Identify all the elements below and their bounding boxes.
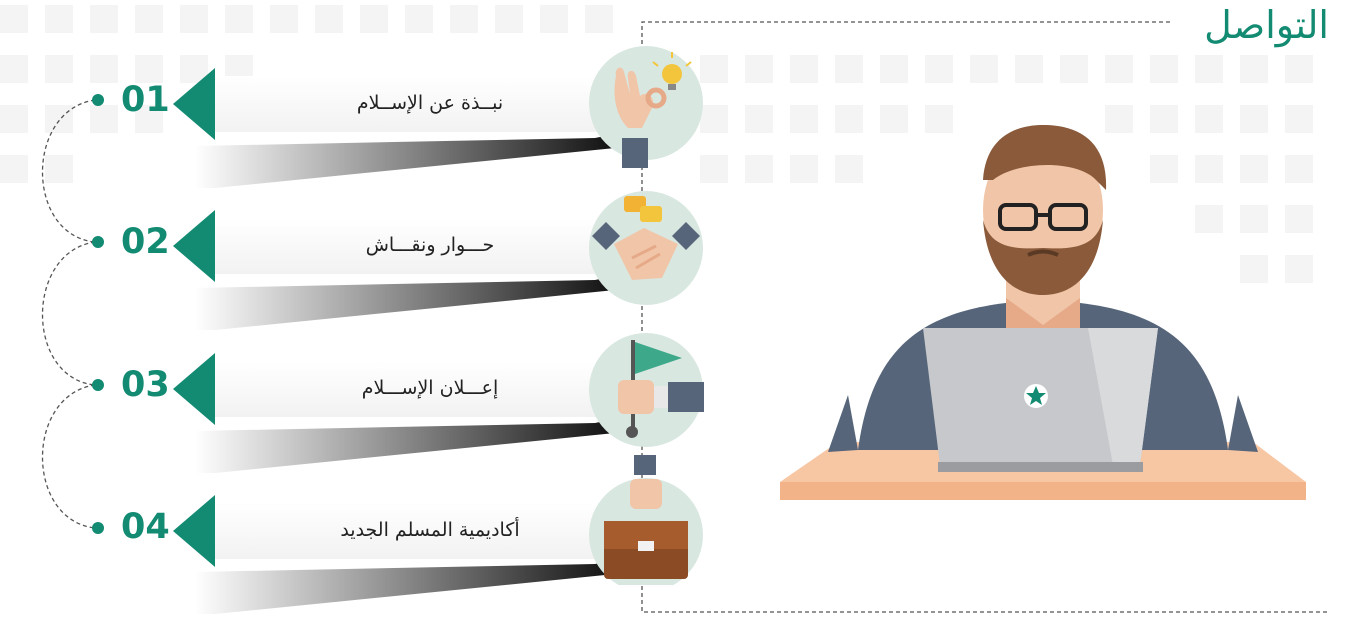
man-laptop-icon (780, 125, 1306, 500)
item-bar (213, 503, 625, 559)
hand-flag-icon (589, 333, 704, 447)
item-bar (213, 218, 625, 274)
item-number: 02 (121, 222, 170, 262)
item-label: حـــوار ونقـــاش (365, 234, 495, 256)
item-label: نبــذة عن الإســلام (356, 92, 504, 114)
item-shadow (195, 276, 615, 330)
item-number: 03 (121, 365, 170, 405)
item-shadow (195, 560, 615, 614)
item-number: 01 (121, 80, 170, 120)
arrow-left-icon (173, 68, 215, 140)
item-bar (213, 76, 625, 132)
page-title: التواصل (1204, 3, 1329, 47)
handshake-chat-icon (589, 191, 703, 305)
item-shadow (195, 419, 615, 473)
arrow-left-icon (173, 353, 215, 425)
item-number: 04 (121, 507, 170, 547)
arrow-left-icon (173, 495, 215, 567)
hand-briefcase-icon (589, 455, 703, 585)
arrow-left-icon (173, 210, 215, 282)
item-shadow (195, 134, 615, 188)
ok-hand-idea-icon (589, 46, 703, 168)
item-label: إعـــلان الإســـلام (361, 377, 499, 399)
item-bar (213, 361, 625, 417)
star-logo-icon (1024, 384, 1048, 408)
item-label: أكاديمية المسلم الجديد (340, 519, 520, 541)
